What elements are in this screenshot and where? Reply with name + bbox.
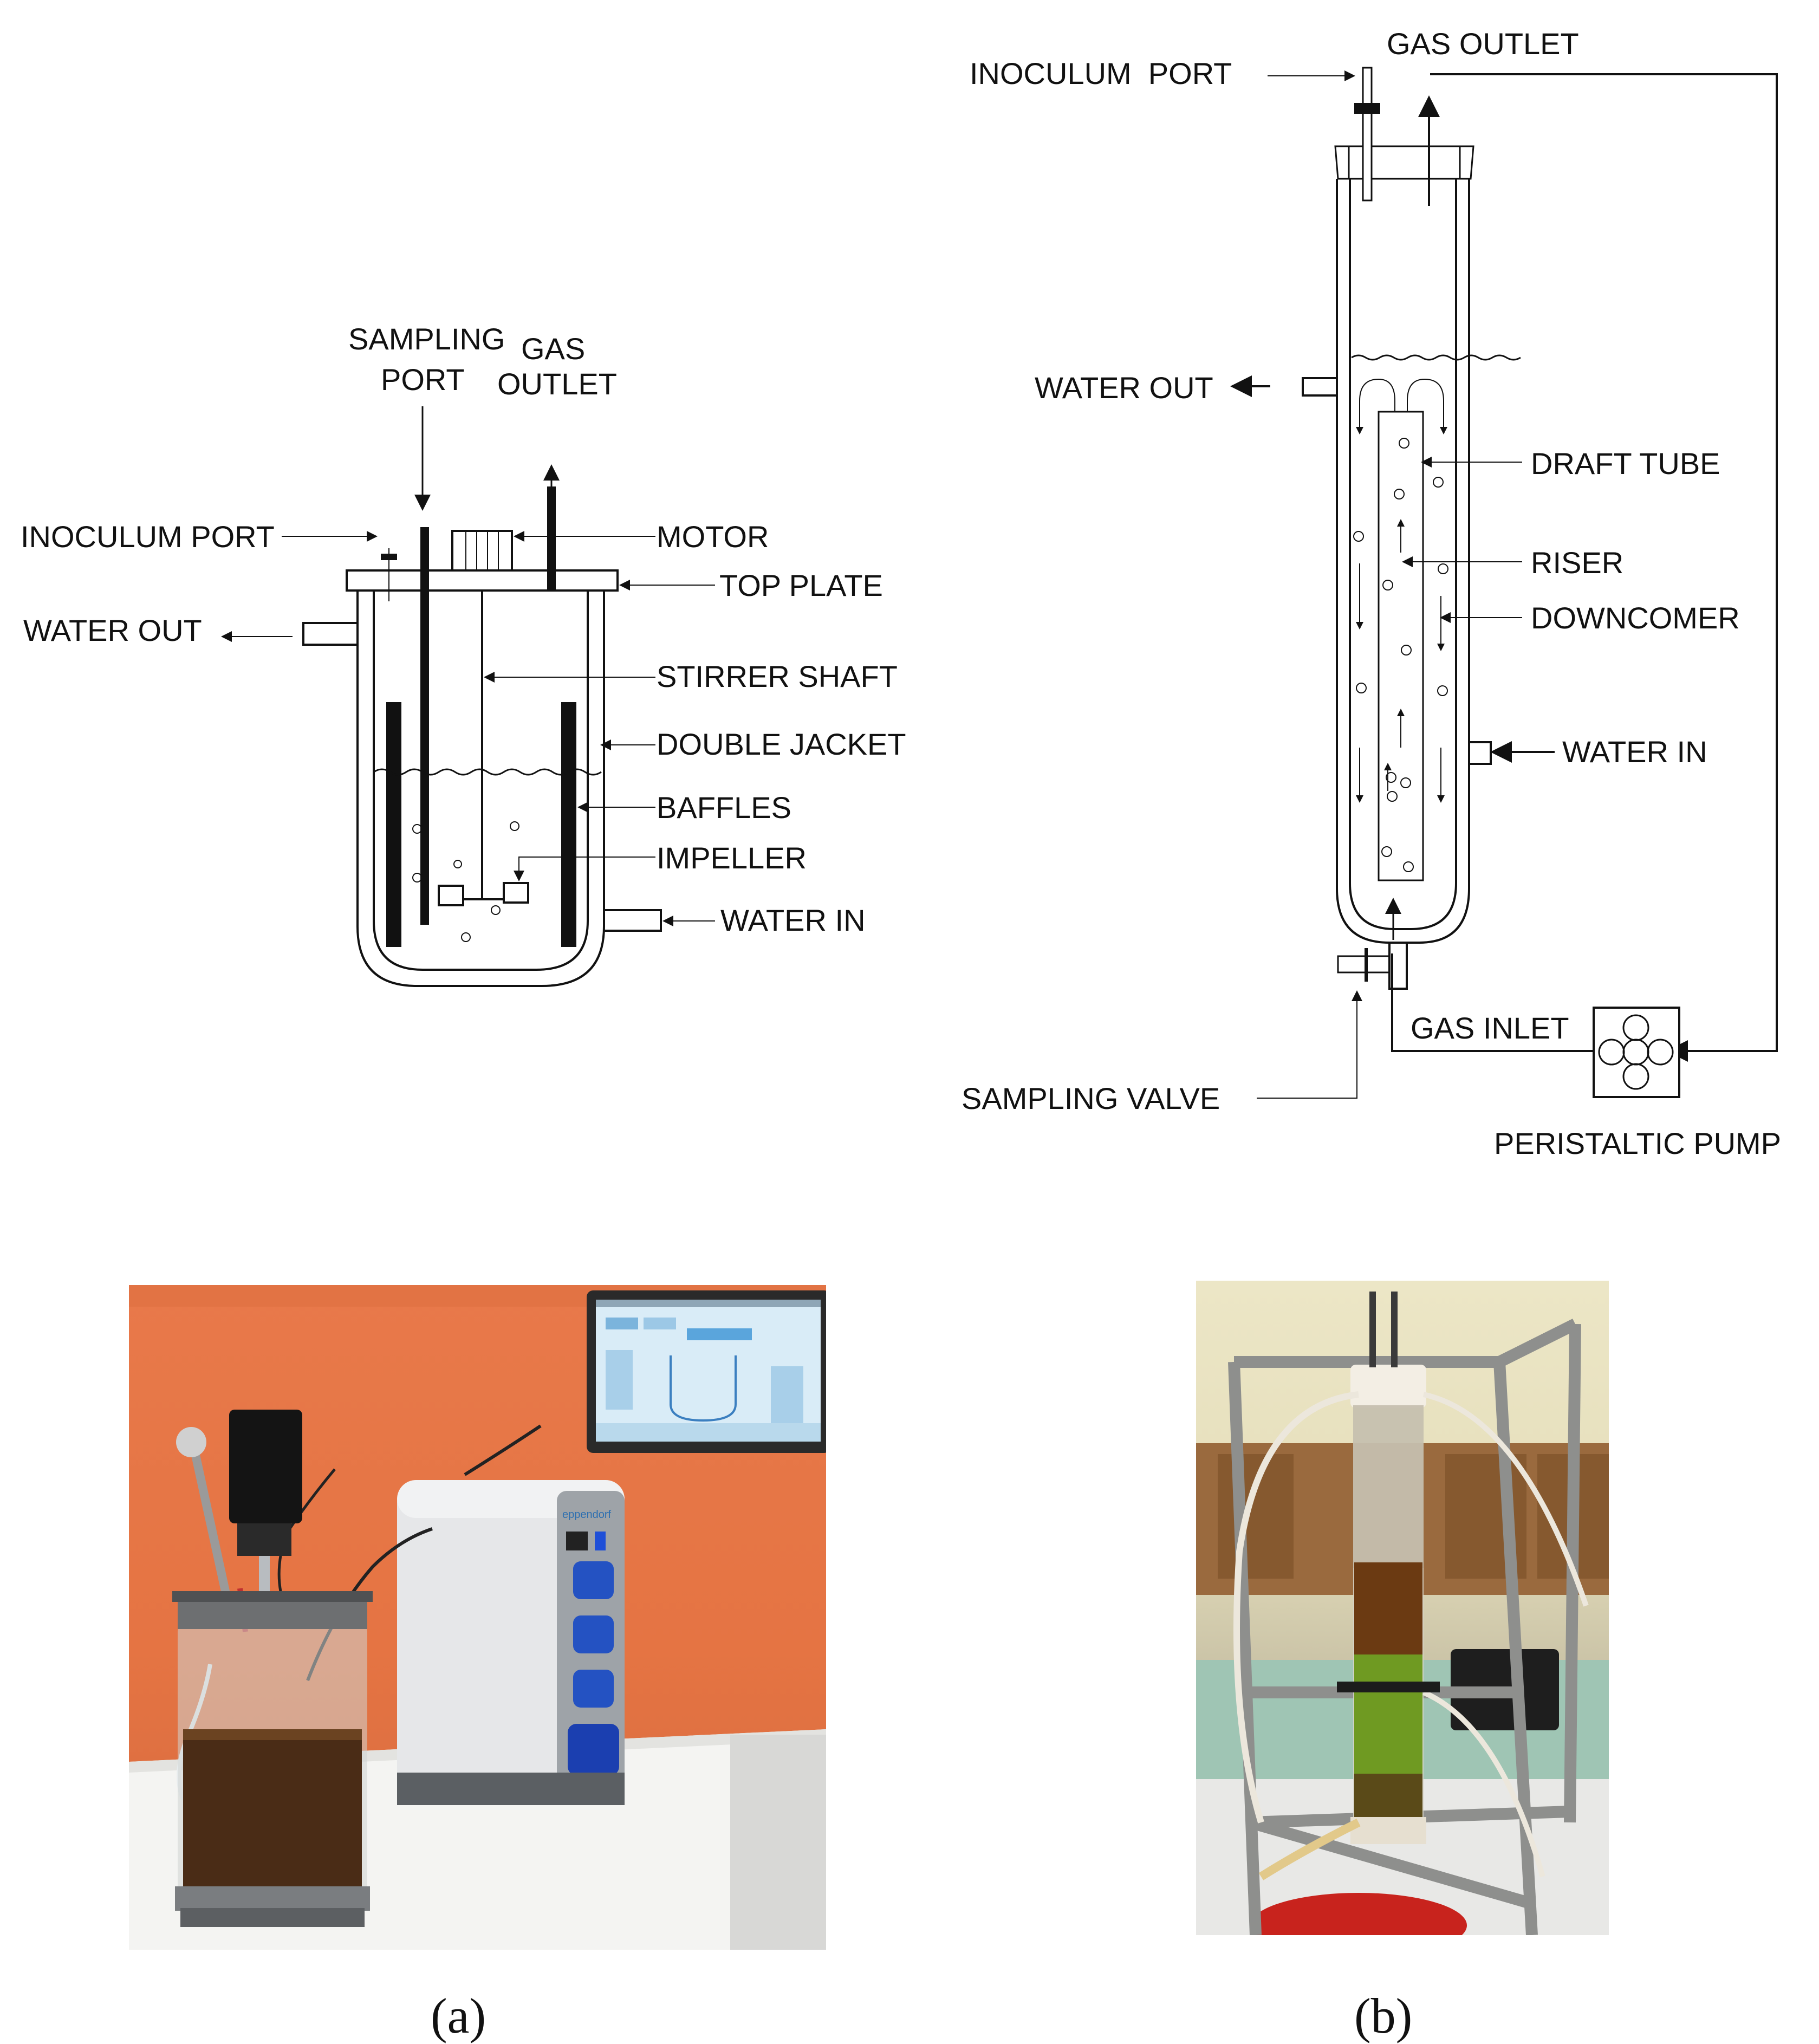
pump-rollers [1598, 1014, 1674, 1090]
label-a-inoculum-port: INOCULUM PORT [21, 520, 275, 554]
inoculum-tube-b [1362, 67, 1373, 202]
label-b-water-out: WATER OUT [1035, 371, 1213, 405]
photo-b-illustration [1196, 1292, 1609, 1935]
impeller-left [438, 885, 464, 906]
water-in-nozzle [604, 909, 662, 932]
culture-brown [1354, 1562, 1422, 1654]
water-out-nozzle [302, 622, 358, 646]
label-b-sampling-valve: SAMPLING VALVE [962, 1081, 1220, 1115]
bubbles-a [412, 821, 519, 942]
impeller-right [503, 882, 529, 904]
photo-a-illustration: eppendorf [129, 1285, 826, 1950]
label-a-gas-outlet-line2: OUTLET [497, 367, 617, 401]
label-a-top-plate: TOP PLATE [719, 568, 883, 602]
label-a-impeller: IMPELLER [657, 841, 807, 875]
column-inner-wall [1349, 179, 1457, 930]
photo-a-stirred-tank-setup: eppendorf [129, 1285, 826, 1950]
label-b-riser: RISER [1531, 546, 1623, 580]
diagram-b-airlift [1230, 67, 1778, 1099]
label-b-peristaltic-pump: PERISTALTIC PUMP [1494, 1126, 1781, 1160]
top-plate [346, 569, 619, 592]
label-b-water-in: WATER IN [1562, 735, 1707, 769]
vessel-inner-wall [373, 591, 589, 971]
vessel-motor [229, 1410, 302, 1523]
label-a-water-out: WATER OUT [23, 613, 202, 647]
label-b-inoculum-port: INOCULUM PORT [970, 56, 1232, 90]
label-a-sampling-port-line2: PORT [381, 362, 465, 397]
column-outer-wall [1336, 179, 1470, 944]
label-a-motor: MOTOR [657, 520, 769, 554]
label-a-water-in: WATER IN [720, 903, 866, 937]
caption-a: (a) [431, 1988, 486, 2043]
liquid-level [373, 768, 602, 776]
column-top-cap [1334, 145, 1474, 180]
label-a-double-jacket: DOUBLE JACKET [657, 727, 906, 761]
motor [451, 530, 513, 572]
label-a-stirrer-shaft: STIRRER SHAFT [657, 659, 898, 693]
caption-b: (b) [1354, 1988, 1412, 2043]
label-a-gas-outlet-line1: GAS [521, 332, 585, 366]
column-cap [1350, 1365, 1426, 1408]
peristaltic-pump [1593, 1007, 1680, 1098]
baffle-right [561, 702, 576, 947]
diagram-a-stirred-tank [221, 406, 715, 987]
inoculum-cap [381, 554, 397, 560]
photo-b-airlift-setup [1196, 1281, 1609, 1935]
label-a-baffles: BAFFLES [657, 790, 791, 825]
vessel-outer-wall [356, 591, 605, 987]
draft-tube [1378, 411, 1424, 881]
label-b-gas-outlet: GAS OUTLET [1387, 27, 1579, 61]
bubbles-b [1353, 438, 1448, 872]
pump-heads [568, 1561, 619, 1775]
label-a-sampling-port-line1: SAMPLING [348, 322, 505, 356]
baffle-left [386, 702, 401, 947]
sampling-tube [420, 527, 429, 925]
label-b-gas-inlet: GAS INLET [1411, 1011, 1569, 1045]
brand-label: eppendorf [562, 1509, 612, 1521]
label-b-draft-tube: DRAFT TUBE [1531, 446, 1720, 481]
liquid-level-b [1351, 354, 1521, 361]
label-b-downcomer: DOWNCOMER [1531, 601, 1740, 635]
